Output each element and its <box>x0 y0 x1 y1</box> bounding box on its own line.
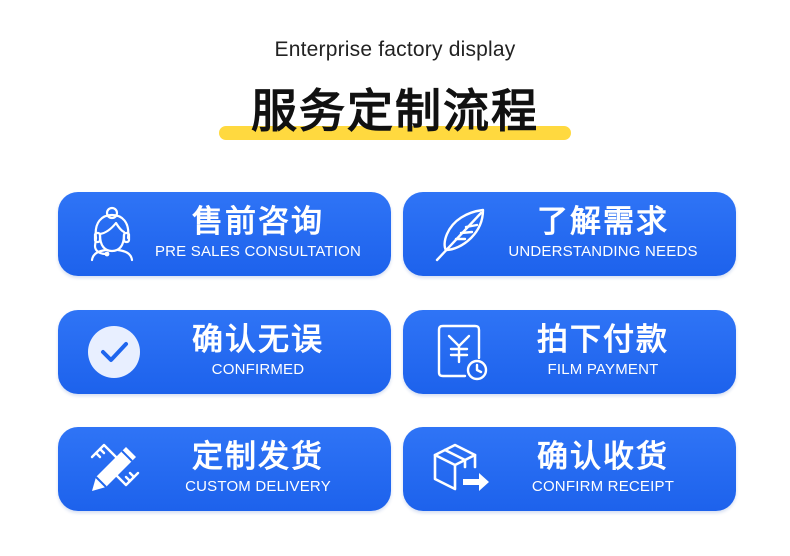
step-text: 确认无误 CONFIRMED <box>148 320 368 380</box>
step-card-film-payment[interactable]: 拍下付款 FILM PAYMENT <box>403 310 736 394</box>
package-arrow-icon <box>429 439 493 499</box>
step-text: 确认收货 CONFIRM RECEIPT <box>493 437 713 497</box>
page-title: 服务定制流程 <box>251 84 539 138</box>
step-title-cn: 售前咨询 <box>192 204 324 240</box>
title-block: 服务定制流程 <box>0 78 790 148</box>
step-card-pre-sales-consultation[interactable]: 售前咨询 PRE SALES CONSULTATION <box>58 192 391 276</box>
pencil-icon <box>84 439 148 499</box>
step-title-en: CONFIRM RECEIPT <box>531 478 675 495</box>
step-title-en: FILM PAYMENT <box>547 361 659 378</box>
checkmark-circle-icon <box>84 322 148 382</box>
customer-service-icon <box>84 204 148 264</box>
step-card-confirmed[interactable]: 确认无误 CONFIRMED <box>58 310 391 394</box>
title-highlight-bar <box>219 126 571 140</box>
step-text: 定制发货 CUSTOM DELIVERY <box>148 437 368 497</box>
feather-icon <box>429 204 493 264</box>
step-card-custom-delivery[interactable]: 定制发货 CUSTOM DELIVERY <box>58 427 391 511</box>
step-title-cn: 定制发货 <box>192 439 324 475</box>
step-title-en: CUSTOM DELIVERY <box>185 478 331 495</box>
step-title-cn: 了解需求 <box>537 204 669 240</box>
step-text: 拍下付款 FILM PAYMENT <box>493 320 713 380</box>
page-subtitle: Enterprise factory display <box>274 38 516 61</box>
step-title-cn: 拍下付款 <box>537 322 669 358</box>
yuan-receipt-clock-icon <box>429 322 493 382</box>
step-text: 售前咨询 PRE SALES CONSULTATION <box>148 202 368 262</box>
step-text: 了解需求 UNDERSTANDING NEEDS <box>493 202 713 262</box>
step-card-confirm-receipt[interactable]: 确认收货 CONFIRM RECEIPT <box>403 427 736 511</box>
step-title-cn: 确认无误 <box>192 322 324 358</box>
step-card-understanding-needs[interactable]: 了解需求 UNDERSTANDING NEEDS <box>403 192 736 276</box>
step-title-en: UNDERSTANDING NEEDS <box>508 243 698 260</box>
step-title-en: CONFIRMED <box>211 361 305 378</box>
step-title-cn: 确认收货 <box>537 439 669 475</box>
step-title-en: PRE SALES CONSULTATION <box>154 243 362 260</box>
